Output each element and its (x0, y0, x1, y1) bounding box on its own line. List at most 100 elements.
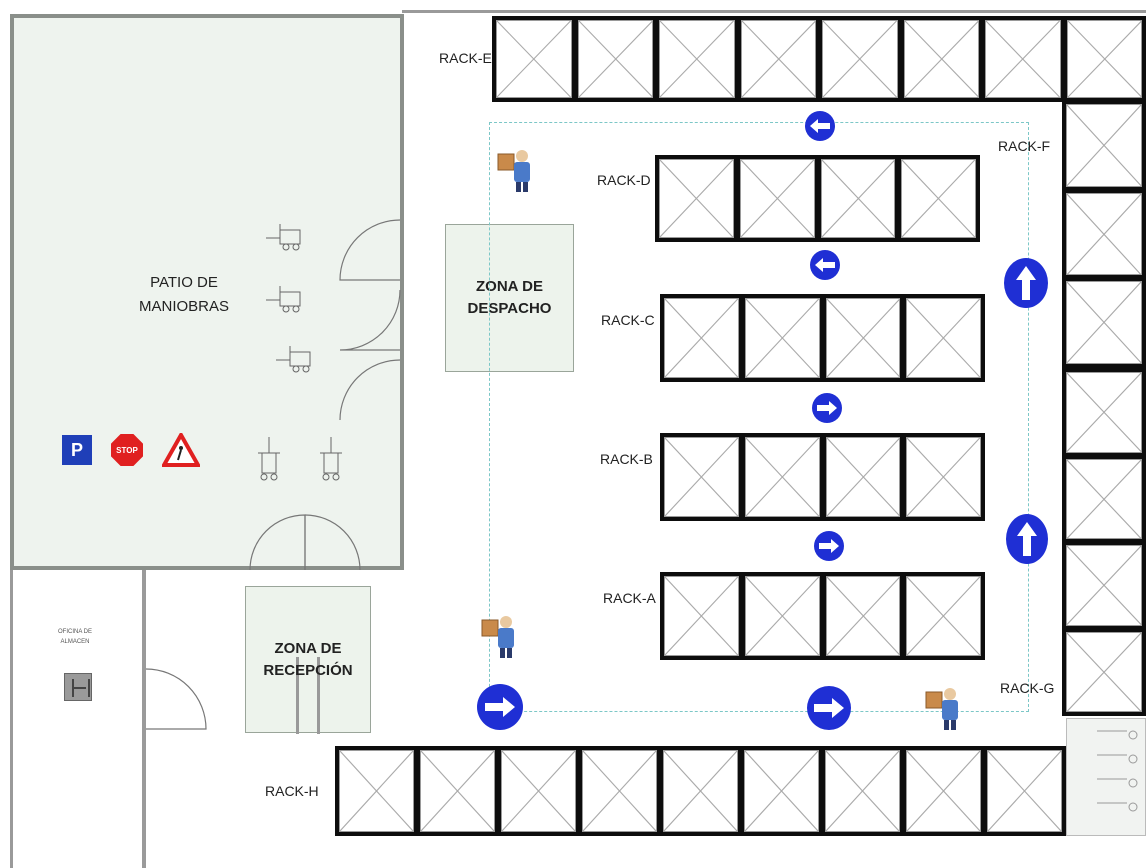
rack-bay (825, 437, 901, 517)
patio-label-line2: MANIOBRAS (138, 298, 229, 315)
rack-bay (1066, 281, 1142, 365)
rack-bay (739, 159, 815, 238)
worker-icon (481, 616, 514, 658)
rack-h-label: RACK-H (265, 783, 319, 799)
rack-bay (744, 437, 820, 517)
rack-a-label: RACK-A (603, 590, 656, 606)
rack-bay (577, 20, 653, 98)
patio-doors (249, 219, 401, 571)
rack-bay (740, 20, 816, 98)
rack-bay (822, 20, 898, 98)
rack-bay (501, 750, 576, 832)
despacho-label-line2: DESPACHO (467, 300, 552, 317)
recepcion-label: ZONA DE RECEPCIÓN (263, 638, 352, 682)
rack-bay (744, 576, 820, 656)
conveyor (296, 657, 320, 734)
rack-bay (744, 750, 819, 832)
warning-sign-icon (162, 433, 200, 467)
rack-bay (903, 20, 979, 98)
arrow-right-icon (812, 393, 842, 423)
rack-bay (985, 20, 1061, 98)
forklift-icon (266, 286, 301, 313)
rack-d-label: RACK-D (597, 172, 651, 188)
rack-bay (659, 159, 734, 238)
patio-label: PATIO DE MANIOBRAS (124, 271, 244, 319)
arrow-left-icon (805, 111, 835, 141)
parking-sign-icon: P (62, 435, 92, 465)
rack-bay (664, 437, 739, 517)
arrow-right-icon (807, 686, 851, 730)
rack-bay (582, 750, 657, 832)
rack-bay (906, 750, 981, 832)
patio-de-maniobras: PATIO DE MANIOBRAS (10, 14, 404, 570)
zona-de-despacho: ZONA DE DESPACHO (445, 224, 574, 372)
rack-d (655, 155, 980, 242)
office-label-line2: ALMACEN (60, 639, 90, 645)
rack-bay (1066, 458, 1142, 539)
forklift-route (489, 122, 1029, 712)
forklift-icon (266, 224, 301, 251)
rack-bay (664, 576, 739, 656)
rack-g (1062, 368, 1146, 716)
worker-icon (497, 150, 530, 192)
arrow-left-icon (810, 250, 840, 280)
top-wall (402, 10, 1146, 13)
patio-label-line1: PATIO DE (150, 274, 218, 291)
rack-c-label: RACK-C (601, 312, 655, 328)
rack-bay (663, 750, 738, 832)
rack-e (492, 16, 1146, 102)
rack-bay (1066, 104, 1142, 187)
stop-sign-icon: STOP (111, 434, 143, 466)
forklift-icon (258, 437, 280, 481)
rack-c (660, 294, 985, 382)
rack-b-label: RACK-B (600, 451, 653, 467)
rack-bay (1066, 20, 1142, 98)
rack-bay (825, 576, 901, 656)
rack-bay (906, 298, 981, 378)
arrow-right-icon (477, 684, 523, 730)
rack-bay (901, 159, 976, 238)
rack-bay (906, 576, 981, 656)
office-label: OFICINA DE ALMACEN (35, 627, 115, 647)
arrow-right-icon (814, 531, 844, 561)
worker-icon (925, 688, 958, 730)
corner-equipment-detail (1097, 730, 1138, 812)
corner-equipment (1066, 718, 1146, 836)
arrow-up-icon (1004, 258, 1048, 308)
office-door (145, 668, 207, 730)
recepcion-label-line2: RECEPCIÓN (263, 661, 353, 679)
rack-f-label: RACK-F (998, 138, 1051, 154)
rack-h (335, 746, 1066, 836)
despacho-label: ZONA DE DESPACHO (468, 276, 552, 320)
rack-b (660, 433, 985, 521)
rack-bay (1066, 192, 1142, 276)
rack-bay (987, 750, 1062, 832)
left-wall (10, 565, 13, 868)
rack-bay (339, 750, 414, 832)
rack-bay (1066, 545, 1142, 626)
despacho-label-line1: ZONA DE (476, 278, 543, 295)
rack-bay (1066, 631, 1142, 712)
rack-a (660, 572, 985, 660)
rack-bay (659, 20, 735, 98)
office-wall (142, 570, 146, 868)
office-desk-icon (64, 673, 92, 701)
rack-bay (906, 437, 981, 517)
arrow-up-icon (1006, 514, 1048, 564)
rack-bay (825, 750, 900, 832)
rack-bay (820, 159, 896, 238)
office-label-line1: OFICINA DE (57, 629, 92, 635)
zona-de-recepcion: ZONA DE RECEPCIÓN (245, 586, 371, 734)
rack-bay (825, 298, 901, 378)
forklift-icon (320, 437, 342, 481)
recepcion-label-line1: ZONA DE (274, 639, 342, 657)
rack-bay (744, 298, 820, 378)
rack-bay (420, 750, 495, 832)
rack-g-label: RACK-G (1000, 680, 1055, 696)
rack-bay (664, 298, 739, 378)
rack-e-label: RACK-E (439, 50, 492, 66)
rack-f (1062, 100, 1146, 368)
forklift-icon (276, 346, 311, 373)
rack-bay (496, 20, 572, 98)
rack-bay (1066, 372, 1142, 453)
